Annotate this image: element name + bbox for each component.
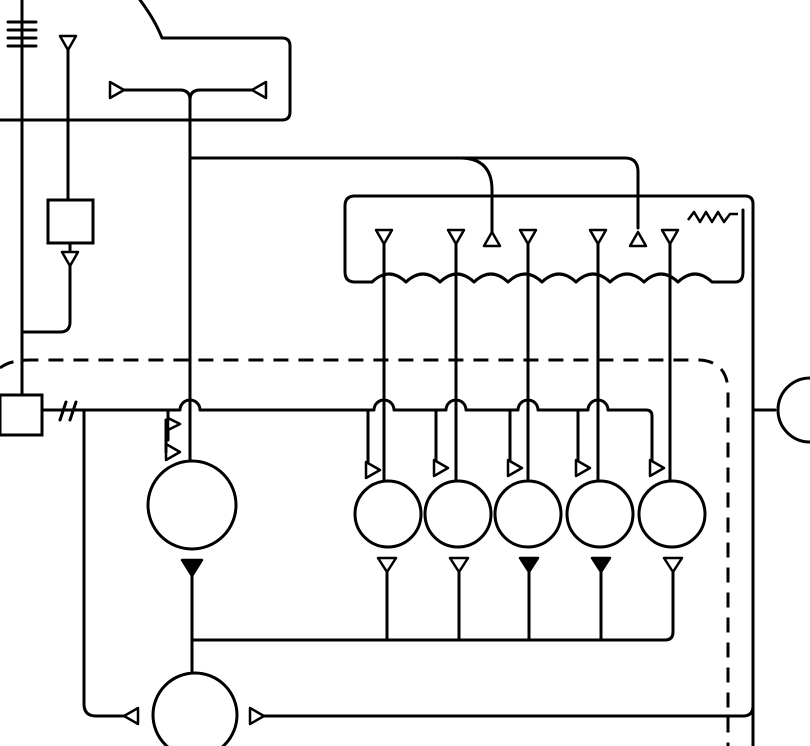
- t-branch: [108, 80, 268, 102]
- cell-2: [423, 479, 493, 549]
- cell-5: [637, 479, 707, 549]
- module-terminal-5: [660, 228, 680, 246]
- large-cell: [146, 459, 238, 551]
- module-terminal-3: [518, 228, 538, 246]
- box-output-terminal: [60, 250, 80, 268]
- cell-row: [190, 408, 707, 642]
- cell-4: [565, 479, 635, 549]
- top-input-terminal: [58, 34, 78, 52]
- dashed-boundary: [0, 358, 730, 746]
- bottom-cell: [151, 671, 239, 746]
- module-terminal-4: [588, 228, 608, 246]
- left-box: [0, 393, 44, 437]
- upper-module: [343, 194, 755, 746]
- cell-3: [493, 479, 563, 549]
- resistor-icon: [687, 210, 738, 224]
- big-cell-input: [164, 442, 182, 462]
- upper-outline: [0, 0, 292, 122]
- relay-box: [46, 198, 95, 245]
- break-icon: [58, 400, 78, 422]
- module-terminal-1: [374, 228, 394, 246]
- large-cell-output: [180, 558, 204, 578]
- input-branch: [20, 34, 95, 334]
- left-loop: [82, 408, 126, 718]
- external-cell: [776, 376, 810, 444]
- cell-1: [353, 479, 423, 549]
- module-terminal-2: [446, 228, 466, 246]
- ground-icon: [6, 0, 38, 412]
- feeder-line: [188, 156, 640, 230]
- main-bus: [0, 393, 654, 472]
